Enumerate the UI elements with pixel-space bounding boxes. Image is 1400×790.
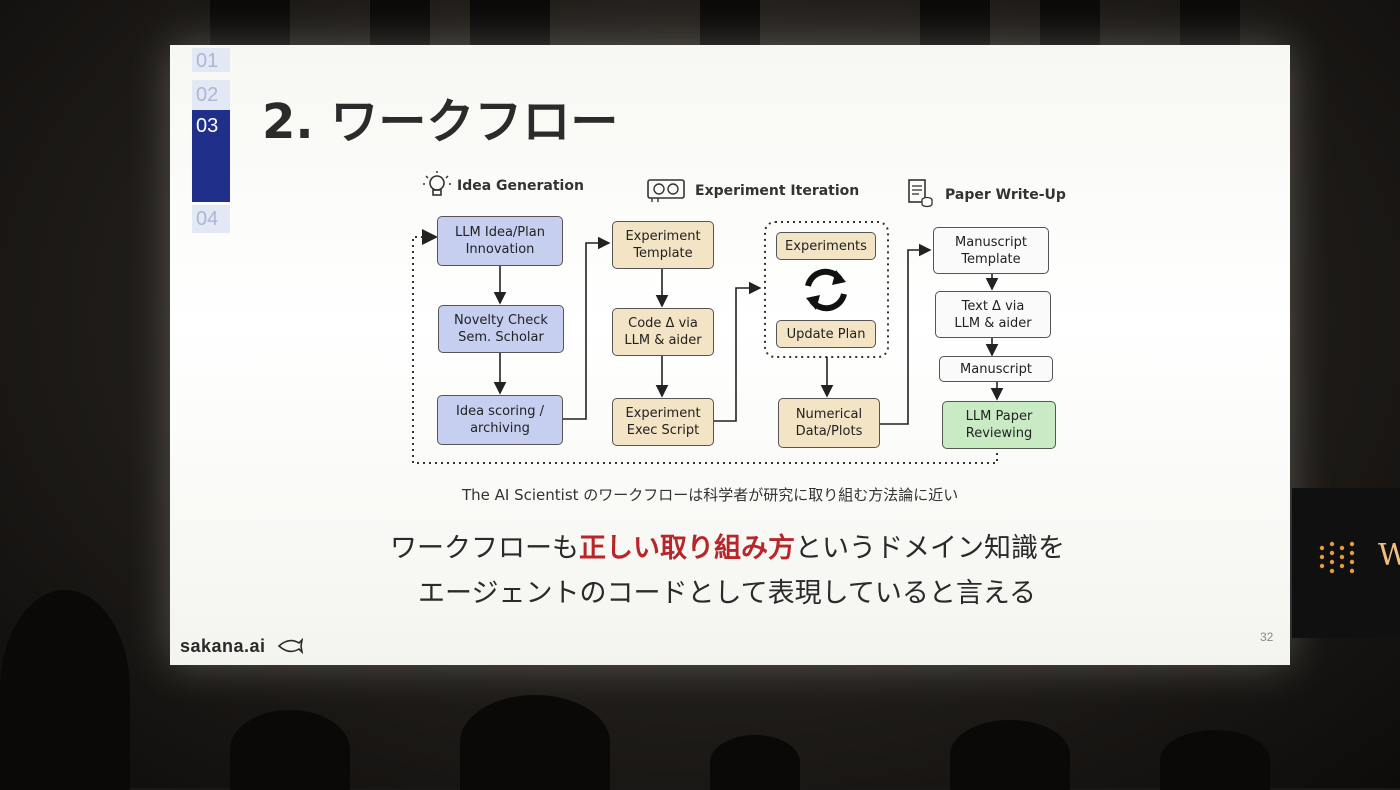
statement-line-2: エージェントのコードとして表現していると言える (418, 578, 1037, 609)
audience-head (1160, 730, 1270, 790)
diagram-caption: The AI Scientist のワークフローは科学者が研究に取り組む方法論に… (462, 486, 959, 504)
box-update-plan: Update Plan (776, 320, 876, 348)
feedback-dotted-loop (412, 229, 998, 464)
slide-title: 2. ワークフロー (262, 94, 619, 150)
side-tab-02: 02 (192, 80, 230, 110)
lightbulb-icon (423, 171, 451, 196)
sakana-logo: sakana.ai (180, 636, 304, 657)
audience-head (0, 590, 130, 790)
section-label-experiment-iteration: Experiment Iteration (695, 183, 860, 199)
statement-line-1: ワークフローも正しい取り組み方というドメイン知識を (390, 533, 1065, 564)
fish-logo-icon (277, 637, 304, 655)
venue-sign-letter: W (1378, 538, 1400, 573)
page-number: 32 (1260, 630, 1274, 644)
audience-head (460, 695, 610, 790)
section-label-idea-generation: Idea Generation (457, 178, 584, 194)
refresh-cycle-icon (805, 268, 847, 312)
document-stack-icon (908, 179, 933, 208)
audience-head (710, 735, 800, 790)
venue-sign (1292, 488, 1400, 638)
projection-screen (170, 45, 1290, 665)
audience-head (950, 720, 1070, 790)
arrow-numerical-to-manuscript-template (878, 243, 932, 425)
audience-head (230, 710, 350, 790)
side-tab-04: 04 (192, 205, 230, 233)
box-manuscript: Manuscript (939, 356, 1053, 382)
arrow-exec-to-loop (713, 281, 762, 422)
dots-logo-icon (1319, 541, 1355, 574)
gpu-card-icon (647, 179, 685, 202)
box-experiments: Experiments (776, 232, 876, 260)
side-tab-01: 01 (192, 48, 230, 72)
arrow-scoring-to-template (561, 236, 611, 420)
side-tab-03-active: 03 (192, 110, 230, 202)
statement-highlight: 正しい取り組み方 (579, 533, 795, 564)
section-label-paper-write-up: Paper Write-Up (945, 187, 1066, 203)
box-idea-scoring: Idea scoring /archiving (437, 395, 563, 445)
